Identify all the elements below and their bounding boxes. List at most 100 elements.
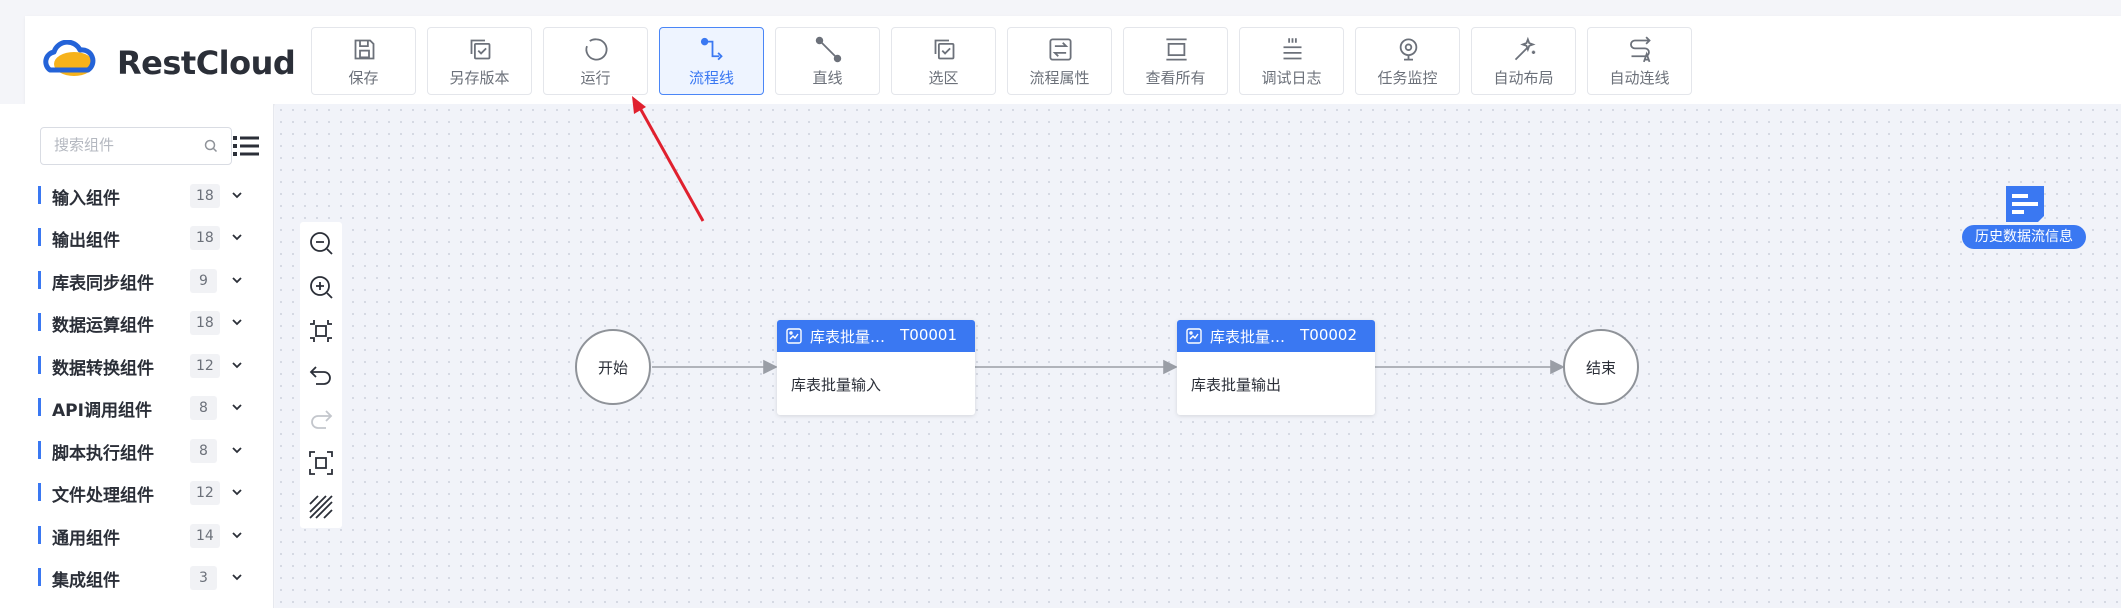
zoom-in-icon[interactable] [308,274,334,300]
category-marker [38,356,41,374]
category-name: 集成组件 [52,571,120,591]
end-node-label: 结束 [1585,359,1616,377]
table-batch-icon [1186,328,1202,344]
auto-layout-button[interactable]: 自动布局 [1471,27,1576,95]
task-node-body: 库表批量输入 [791,376,882,394]
category-output[interactable]: 输出组件 18 [38,222,248,252]
category-api-call[interactable]: API调用组件 8 [38,392,248,422]
end-node[interactable]: 结束 [1563,329,1639,405]
category-data-compute[interactable]: 数据运算组件 18 [38,307,248,337]
selection-button[interactable]: 选区 [891,27,996,95]
category-name: 通用组件 [52,529,120,549]
category-table-sync[interactable]: 库表同步组件 9 [38,265,248,295]
tool-label: 另存版本 [449,69,510,87]
category-count: 14 [190,524,220,548]
chevron-down-icon[interactable] [231,189,243,201]
category-file-process[interactable]: 文件处理组件 12 [38,477,248,507]
tool-label: 运行 [580,69,611,87]
chevron-down-icon[interactable] [231,571,243,583]
task-node-title: 库表批量… [810,328,886,346]
chevron-down-icon[interactable] [231,231,243,243]
category-count: 8 [190,439,217,463]
category-marker [38,313,41,331]
chevron-down-icon[interactable] [231,401,243,413]
start-node[interactable]: 开始 [575,329,651,405]
chevron-down-icon[interactable] [231,316,243,328]
category-name: 库表同步组件 [52,274,154,294]
category-general[interactable]: 通用组件 14 [38,520,248,550]
component-sidebar: 输入组件 18 输出组件 18 库表同步组件 9 数据运算组件 18 数据转换组… [0,104,274,608]
restcloud-logo-icon [43,40,96,76]
task-node-code: T00002 [1300,326,1357,344]
chevron-down-icon[interactable] [231,274,243,286]
category-count: 12 [190,354,220,378]
category-data-transform[interactable]: 数据转换组件 12 [38,350,248,380]
category-count: 9 [190,269,217,293]
save-version-icon [470,39,491,60]
actual-size-icon[interactable] [308,450,334,476]
selection-icon [934,39,955,60]
category-integration[interactable]: 集成组件 3 [38,562,248,592]
category-count: 3 [190,566,217,590]
category-marker [38,271,41,289]
debug-log-button[interactable]: 调试日志 [1239,27,1344,95]
category-marker [38,186,41,204]
tool-label: 流程属性 [1029,69,1090,87]
tool-label: 选区 [928,69,959,87]
task-node-header: 库表批量… T00002 [1177,320,1375,352]
category-name: 数据转换组件 [52,359,154,379]
tool-label: 自动连线 [1609,69,1670,87]
zoom-toolbar [300,222,342,528]
grid-toggle-icon[interactable] [308,494,334,520]
category-name: 脚本执行组件 [52,444,154,464]
category-marker [38,228,41,246]
save-icon [354,39,375,60]
category-count: 12 [190,481,220,505]
flow-properties-icon [1049,38,1072,61]
search-icon[interactable] [203,138,219,154]
chevron-down-icon[interactable] [231,486,243,498]
auto-connect-button[interactable]: 自动连线 [1587,27,1692,95]
component-search-input[interactable] [54,136,194,154]
straight-line-button[interactable]: 直线 [775,27,880,95]
table-batch-icon [786,328,802,344]
category-input[interactable]: 输入组件 18 [38,180,248,210]
brand-name: RestCloud [117,44,296,82]
fit-view-icon[interactable] [308,318,334,344]
category-script-exec[interactable]: 脚本执行组件 8 [38,435,248,465]
list-view-icon[interactable] [233,134,259,158]
category-count: 8 [190,396,217,420]
tool-label: 查看所有 [1145,69,1206,87]
redo-icon[interactable] [308,406,334,432]
flow-line-button[interactable]: 流程线 [659,27,764,95]
task-node-input[interactable]: 库表批量… T00001 库表批量输入 [777,320,975,415]
tool-label: 保存 [348,69,379,87]
category-count: 18 [190,184,220,208]
run-button[interactable]: 运行 [543,27,648,95]
chevron-down-icon[interactable] [231,359,243,371]
task-node-output[interactable]: 库表批量… T00002 库表批量输出 [1177,320,1375,415]
task-node-header: 库表批量… T00001 [777,320,975,352]
start-node-label: 开始 [597,359,628,377]
category-name: 输入组件 [52,189,120,209]
debug-log-icon [1283,38,1302,60]
chevron-down-icon[interactable] [231,444,243,456]
task-monitor-button[interactable]: 任务监控 [1355,27,1460,95]
category-name: 输出组件 [52,231,120,251]
view-all-button[interactable]: 查看所有 [1123,27,1228,95]
history-document-icon [2006,186,2044,222]
auto-connect-icon [1630,36,1651,63]
run-icon [585,38,608,61]
category-count: 18 [190,226,220,250]
flow-properties-button[interactable]: 流程属性 [1007,27,1112,95]
category-name: 数据运算组件 [52,316,154,336]
undo-icon[interactable] [308,362,334,388]
view-all-icon [1166,38,1187,61]
component-search-box [40,127,232,165]
save-button[interactable]: 保存 [311,27,416,95]
save-version-button[interactable]: 另存版本 [427,27,532,95]
zoom-out-icon[interactable] [308,230,334,256]
chevron-down-icon[interactable] [231,529,243,541]
history-dataflow-button[interactable]: 历史数据流信息 [1962,182,2086,252]
